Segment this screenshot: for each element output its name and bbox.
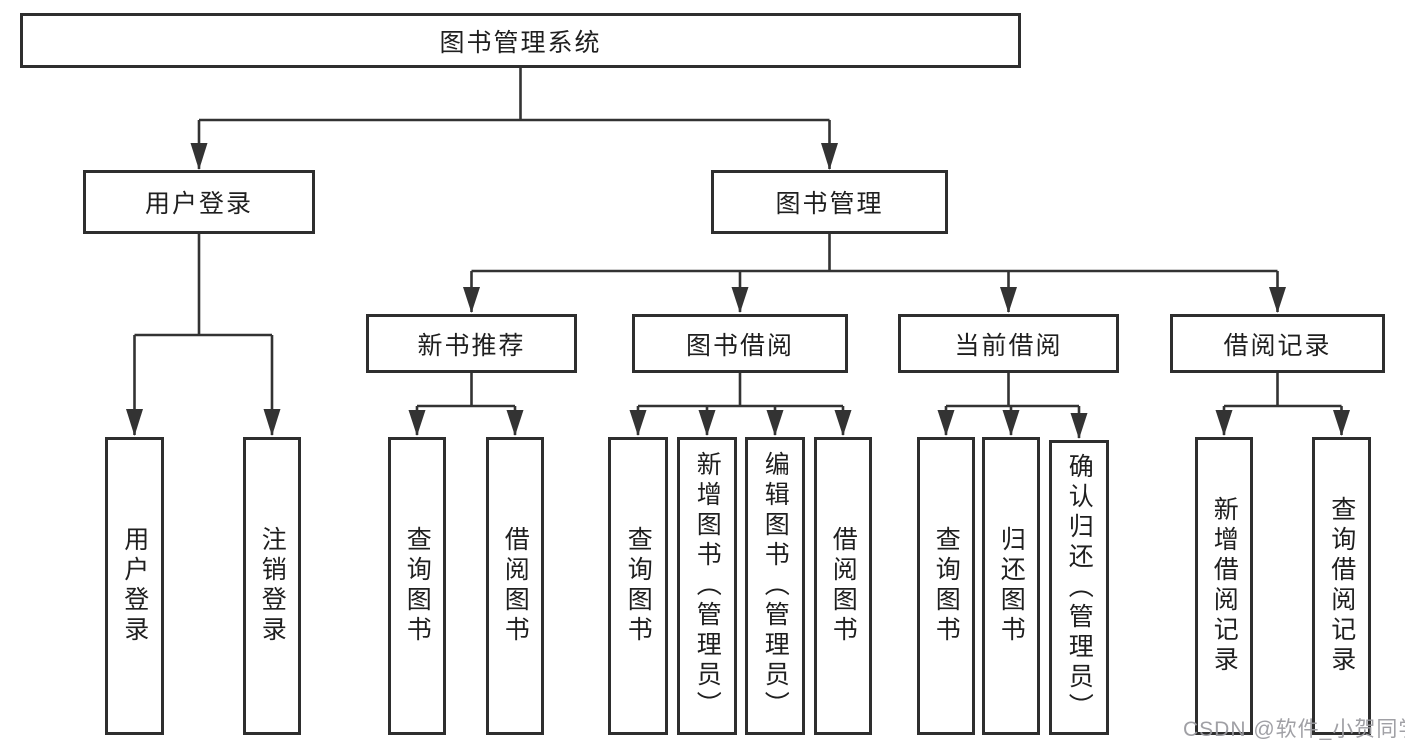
- leaf-borrow-books-1-label: 借阅图书: [501, 526, 530, 646]
- arrowhead: [629, 410, 647, 436]
- arrowhead: [821, 143, 838, 170]
- leaf-user-login-label: 用户登录: [120, 526, 149, 646]
- arrowhead: [263, 409, 281, 436]
- leaf-add-books-admin: 新增图书（管理员）: [677, 437, 737, 735]
- leaf-logout-label: 注销登录: [258, 526, 287, 646]
- leaf-query-books-1-label: 查询图书: [403, 526, 432, 646]
- node-book-management: 图书管理: [711, 170, 948, 234]
- arrowhead: [766, 410, 784, 436]
- connector-new-book-to-leaves: [408, 373, 524, 436]
- leaf-confirm-return-admin-label: 确认归还（管理员）: [1065, 452, 1094, 723]
- node-book-borrowing: 图书借阅: [632, 314, 848, 373]
- arrowhead: [834, 410, 852, 436]
- arrowhead: [1070, 413, 1088, 439]
- node-user-login: 用户登录: [83, 170, 315, 234]
- arrowhead: [408, 410, 426, 436]
- leaf-return-books-label: 归还图书: [997, 526, 1026, 646]
- leaf-borrow-books-2-label: 借阅图书: [829, 526, 858, 646]
- node-borrowing-records: 借阅记录: [1170, 314, 1385, 373]
- connector-book-borrowing-to-leaves: [629, 373, 852, 436]
- arrowhead: [1269, 287, 1286, 313]
- leaf-logout: 注销登录: [243, 437, 301, 735]
- connector-borrowing-records-to-leaves: [1215, 373, 1350, 436]
- arrowhead: [126, 409, 143, 436]
- leaf-query-borrow-record: 查询借阅记录: [1312, 437, 1371, 735]
- connector-book-management-to-level3: [463, 234, 1286, 313]
- csdn-watermark: CSDN @软件_小贺同学: [1183, 718, 1405, 741]
- node-new-book-recommendation: 新书推荐: [366, 314, 577, 373]
- arrowhead: [731, 287, 749, 313]
- leaf-add-borrow-record: 新增借阅记录: [1195, 437, 1253, 735]
- leaf-add-books-admin-label: 新增图书（管理员）: [693, 451, 722, 721]
- arrowhead: [506, 410, 524, 436]
- arrowhead: [1215, 410, 1233, 436]
- leaf-query-borrow-record-label: 查询借阅记录: [1327, 496, 1356, 676]
- arrowhead: [1333, 410, 1350, 436]
- node-current-borrowing: 当前借阅: [898, 314, 1119, 373]
- connector-root-to-level2: [190, 68, 838, 170]
- arrowhead: [463, 287, 480, 313]
- connector-user-login-to-leaves: [126, 234, 281, 436]
- leaf-edit-books-admin-label: 编辑图书（管理员）: [761, 451, 790, 721]
- leaf-query-books-3: 查询图书: [917, 437, 975, 735]
- leaf-query-books-2: 查询图书: [608, 437, 668, 735]
- arrowhead: [1000, 287, 1017, 313]
- leaf-query-books-3-label: 查询图书: [932, 526, 961, 646]
- arrowhead: [190, 143, 208, 170]
- leaf-user-login: 用户登录: [105, 437, 164, 735]
- leaf-edit-books-admin: 编辑图书（管理员）: [745, 437, 805, 735]
- leaf-return-books: 归还图书: [982, 437, 1040, 735]
- node-root-library-management-system: 图书管理系统: [20, 13, 1021, 68]
- leaf-borrow-books-1: 借阅图书: [486, 437, 544, 735]
- connector-current-borrowing-to-leaves: [937, 373, 1088, 439]
- arrowhead: [937, 410, 955, 436]
- leaf-query-books-2-label: 查询图书: [624, 526, 653, 646]
- leaf-query-books-1: 查询图书: [388, 437, 446, 735]
- leaf-confirm-return-admin: 确认归还（管理员）: [1049, 440, 1109, 735]
- arrowhead: [698, 410, 716, 436]
- arrowhead: [1002, 410, 1020, 436]
- leaf-add-borrow-record-label: 新增借阅记录: [1210, 496, 1239, 676]
- leaf-borrow-books-2: 借阅图书: [814, 437, 872, 735]
